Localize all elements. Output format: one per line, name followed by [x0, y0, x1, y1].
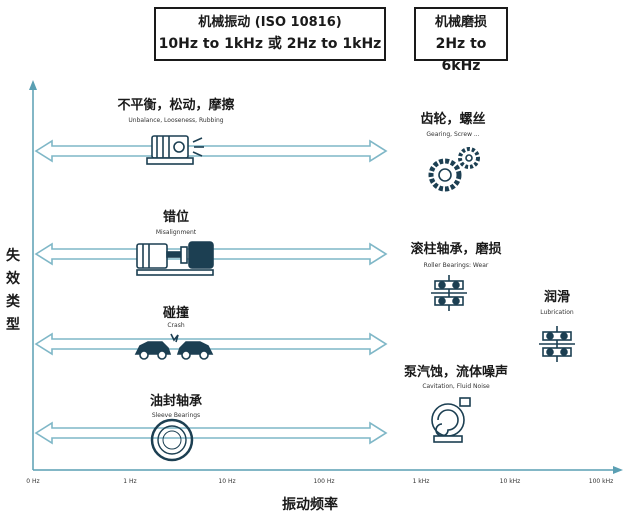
range-arrows — [34, 139, 388, 445]
wear-range-title: 机械磨损 — [434, 15, 487, 30]
x-tick-0hz: 0 Hz — [26, 478, 40, 485]
x-axis-arrow-icon — [613, 466, 623, 474]
vibration-range-box: 机械振动 (ISO 10816) 10Hz to 1kHz 或 2Hz to 1… — [154, 7, 386, 61]
axes — [29, 80, 623, 474]
misaligned-shaft-icon — [136, 241, 214, 276]
vibration-range-value: 10Hz to 1kHz 或 2Hz to 1kHz — [158, 36, 382, 52]
range-arrow-4 — [34, 421, 388, 445]
right-item-4-title: 润滑 — [543, 290, 571, 305]
left-item-2-subtitle: Misalignment — [155, 229, 197, 236]
x-axis-label: 振动频率 — [282, 497, 338, 513]
left-item-1-subtitle: Unbalance, Looseness, Rubbing — [128, 117, 224, 124]
right-item-3-subtitle: Cavitation, Fluid Noise — [422, 383, 490, 390]
y-axis-arrow-icon — [29, 80, 37, 90]
car-crash-icon — [134, 333, 214, 360]
right-item-2-subtitle: Roller Bearings: Wear — [423, 262, 489, 269]
lubrication-bearing-icon — [539, 326, 575, 362]
left-item-3-subtitle: Crash — [167, 322, 185, 329]
right-item-1-title: 齿轮，螺丝 — [420, 112, 486, 127]
right-item-4-subtitle: Lubrication — [540, 309, 574, 316]
sleeve-bearing-icon — [150, 418, 194, 462]
right-item-2-title: 滚柱轴承，磨损 — [410, 242, 502, 257]
right-item-3-title: 泵汽蚀，流体噪声 — [403, 365, 509, 380]
range-arrow-3 — [34, 332, 388, 356]
x-tick-1hz: 1 Hz — [123, 478, 137, 485]
x-tick-10hz: 10 Hz — [218, 478, 236, 485]
x-tick-10khz: 10 kHz — [499, 478, 521, 485]
left-item-4-subtitle: Sleeve Bearings — [151, 412, 201, 419]
pump-icon — [431, 397, 471, 443]
left-item-4-title: 油封轴承 — [149, 394, 203, 409]
roller-bearing-icon — [431, 275, 467, 311]
left-item-2-title: 错位 — [162, 210, 190, 225]
x-tick-100hz: 100 Hz — [313, 478, 335, 485]
x-tick-1khz: 1 kHz — [412, 478, 430, 485]
left-item-3-title: 碰撞 — [162, 306, 190, 321]
unbalanced-motor-icon — [146, 135, 204, 165]
range-arrow-2 — [34, 242, 388, 266]
wear-range-value: 2Hz to 6kHz — [435, 36, 487, 74]
gears-icon — [428, 147, 480, 192]
x-tick-100khz: 100 kHz — [588, 478, 614, 485]
range-arrow-1 — [34, 139, 388, 163]
y-axis-label: 失效类型 — [6, 248, 20, 333]
vibration-range-title: 机械振动 (ISO 10816) — [198, 15, 342, 30]
left-item-1-title: 不平衡，松动，摩擦 — [117, 98, 235, 113]
wear-range-box: 机械磨损 2Hz to 6kHz — [414, 7, 508, 74]
right-item-1-subtitle: Gearing, Screw ... — [426, 131, 480, 138]
